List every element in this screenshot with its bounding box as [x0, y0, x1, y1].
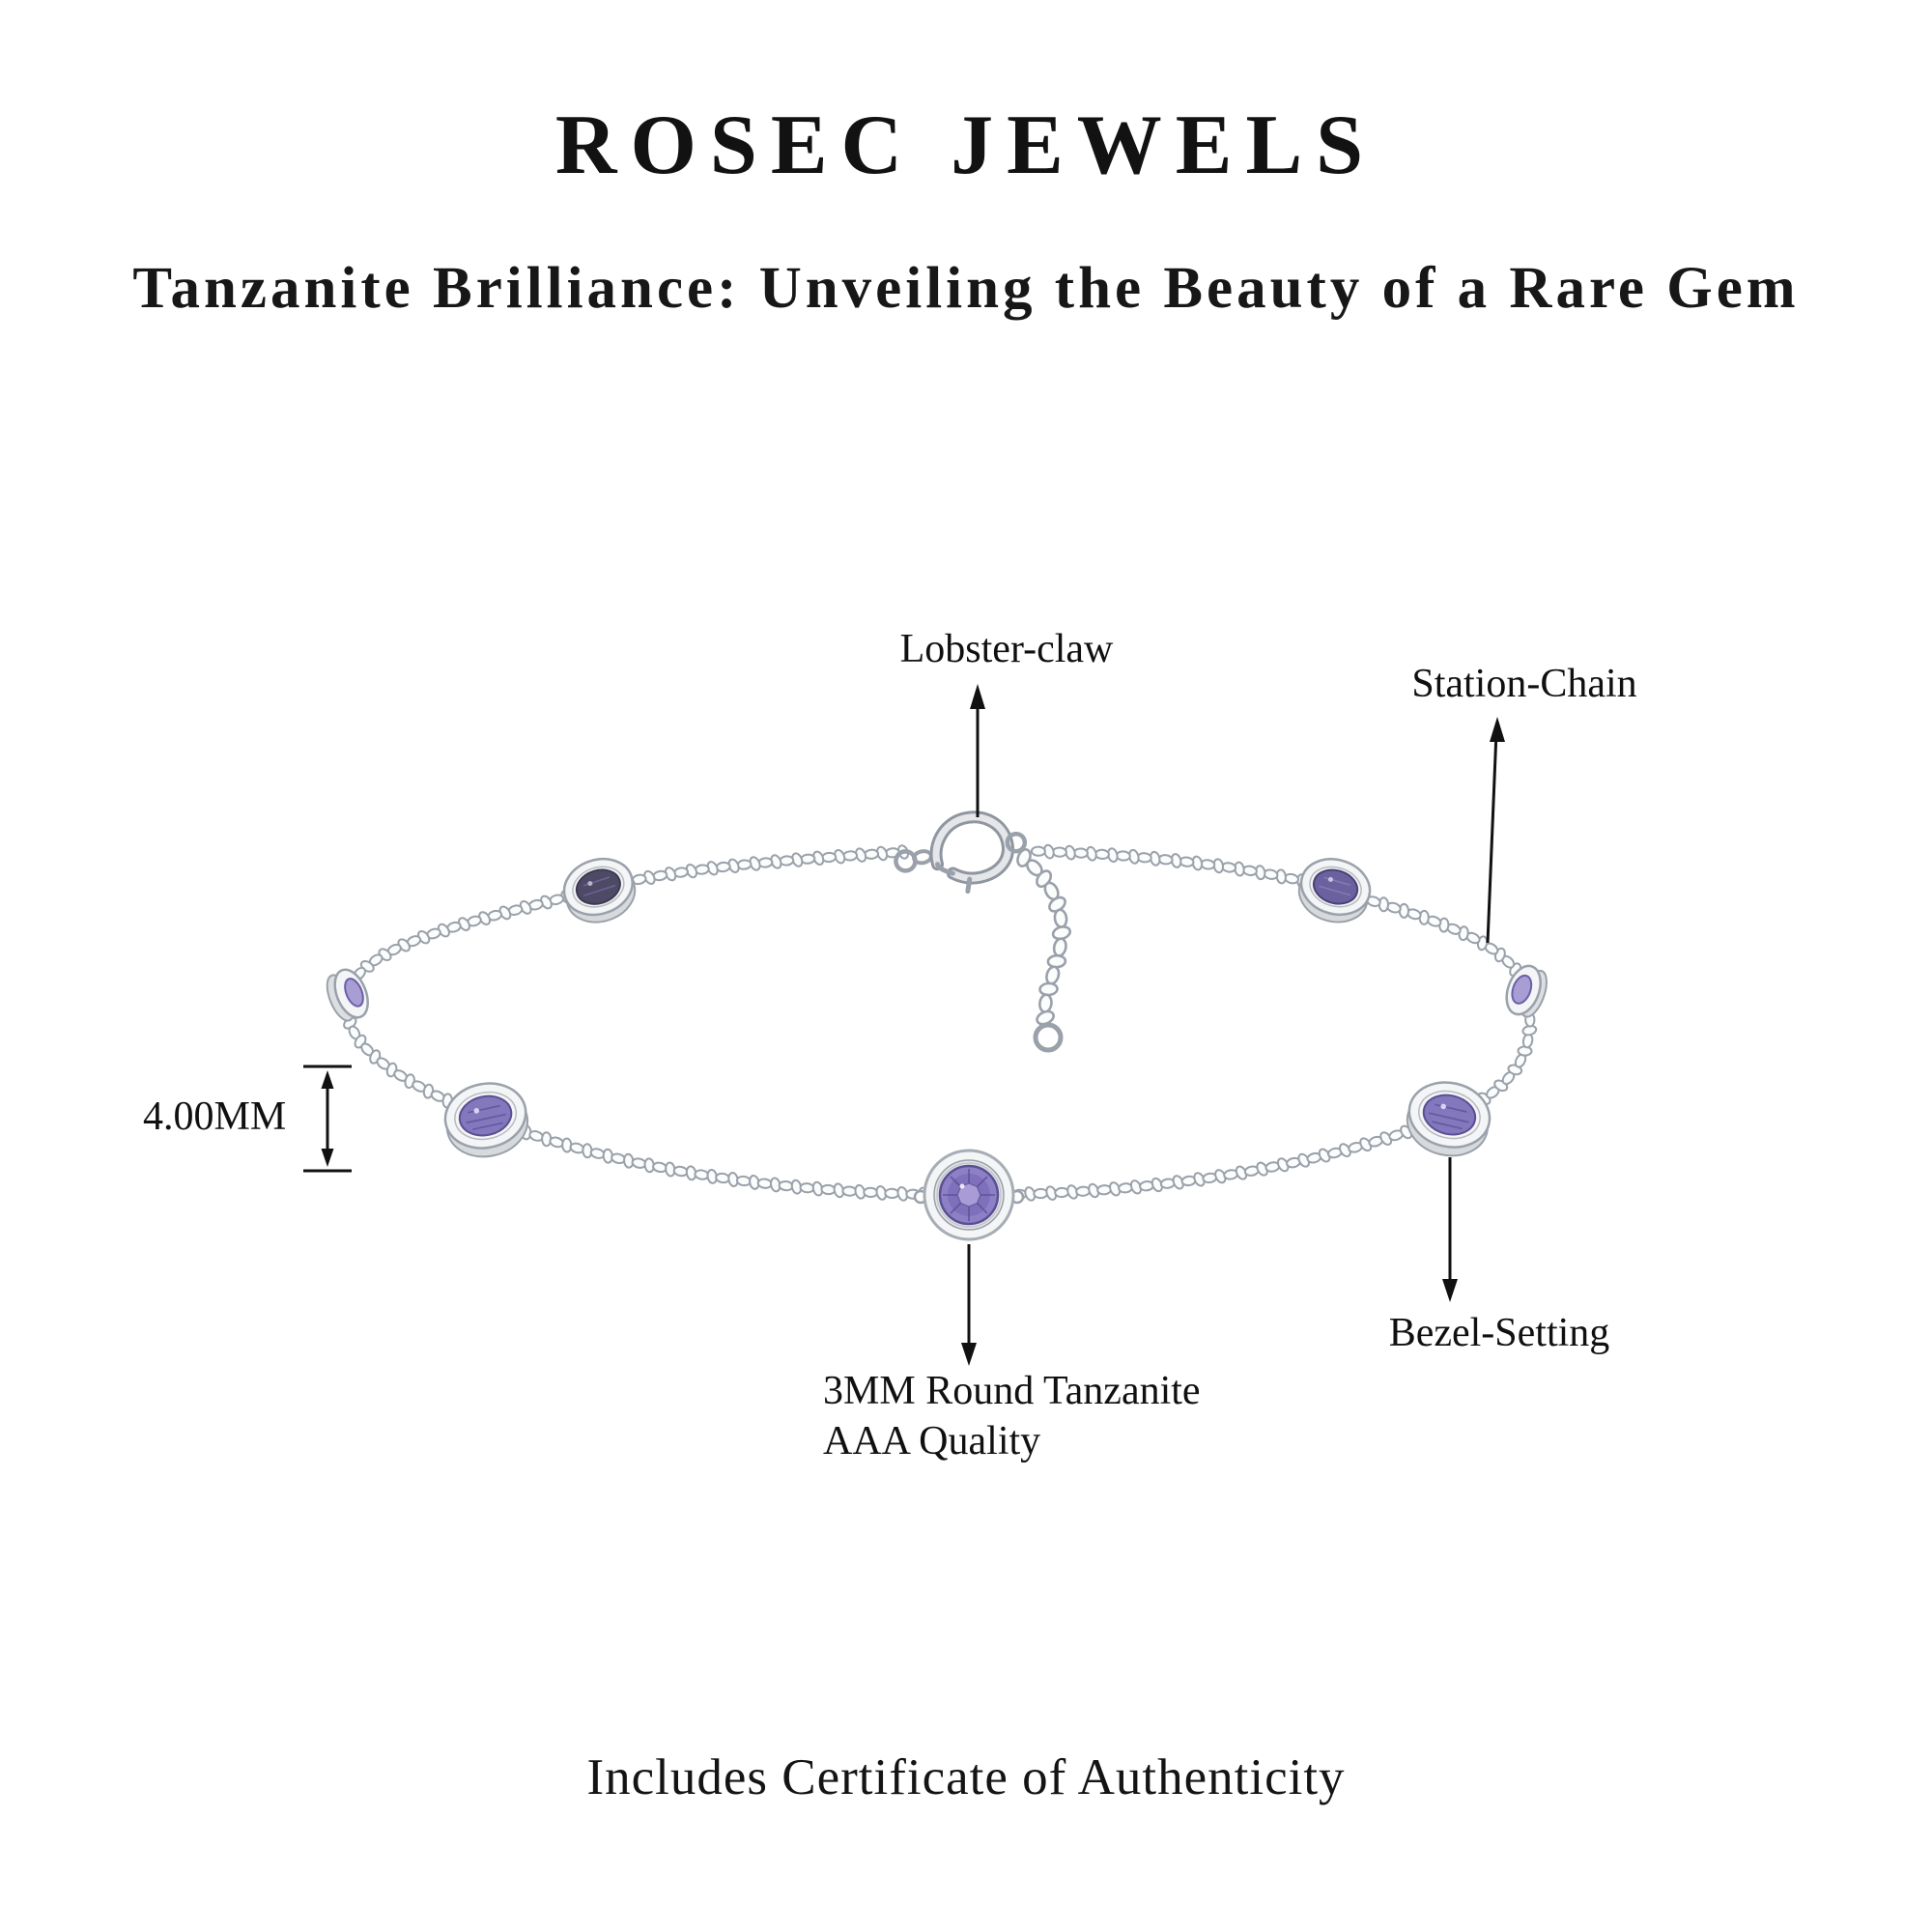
label-bezel-diameter: 4.00MM — [143, 1094, 287, 1139]
label-station-chain: Station-Chain — [1411, 662, 1637, 706]
callout-arrow-lobster-claw — [970, 684, 985, 817]
label-lobster-claw: Lobster-claw — [899, 627, 1114, 671]
lobster-clasp — [894, 810, 1028, 895]
bezel-station-bottom-left — [443, 1082, 529, 1158]
tanzanite-gem-center — [938, 1164, 1000, 1226]
tanzanite-gem-top-left — [575, 868, 621, 905]
bezel-station-center — [913, 1149, 1025, 1241]
bezel-station-left — [326, 968, 369, 1022]
dimension-indicator — [303, 1065, 352, 1173]
certificate-note: Includes Certificate of Authenticity — [586, 1749, 1346, 1805]
bezel-station-top-left — [562, 857, 637, 923]
bezel-station-bottom-right — [1406, 1081, 1492, 1157]
clasp-oval-link — [912, 849, 933, 866]
extension-end-ring — [1033, 1022, 1064, 1053]
brand-title: ROSEC JEWELS — [554, 99, 1378, 192]
label-bezel-setting: Bezel-Setting — [1388, 1311, 1610, 1355]
bezel-station-top-right — [1297, 858, 1372, 923]
extension-chain-links — [1016, 848, 1072, 1026]
clasp-trigger — [965, 876, 973, 895]
callout-arrows — [303, 684, 1505, 1366]
tanzanite-gem-left — [344, 978, 364, 1008]
callout-arrow-station-chain — [1486, 717, 1505, 944]
callout-arrow-stone — [961, 1244, 977, 1366]
clasp-body-outline — [929, 810, 1014, 885]
tanzanite-gem-right — [1511, 974, 1533, 1005]
bezel-station-right — [1505, 964, 1548, 1018]
label-stone-line1: 3MM Round Tanzanite — [823, 1369, 1201, 1413]
label-stone-line2: AAA Quality — [823, 1419, 1041, 1464]
clasp-eye-ring — [1005, 831, 1028, 854]
label-stone-spec: 3MM Round Tanzanite AAA Quality — [823, 1366, 1201, 1466]
clasp-latch — [935, 862, 955, 876]
headline: Tanzanite Brilliance: Unveiling the Beau… — [132, 256, 1800, 321]
callout-arrow-bezel — [1442, 1157, 1458, 1302]
